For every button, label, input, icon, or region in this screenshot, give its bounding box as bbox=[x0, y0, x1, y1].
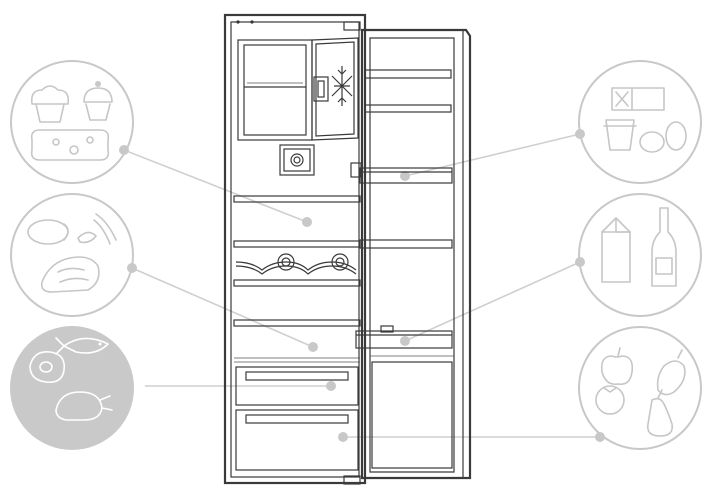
category-meat-fish-poultry bbox=[10, 326, 134, 450]
category-dairy-eggs bbox=[578, 60, 702, 184]
door-shelf bbox=[350, 162, 453, 184]
fish-icon bbox=[55, 337, 109, 355]
chicken-icon bbox=[55, 391, 113, 421]
category-fruit-vegetables bbox=[578, 326, 702, 450]
zone-dot bbox=[400, 336, 410, 346]
snowflake-icon bbox=[331, 66, 353, 106]
zone-dot bbox=[308, 342, 318, 352]
apple-icon bbox=[600, 347, 634, 386]
door-shelf bbox=[364, 69, 452, 79]
connector-dot bbox=[119, 145, 129, 155]
pear-icon bbox=[646, 389, 674, 437]
milk-carton-icon bbox=[601, 217, 631, 283]
zone-dot bbox=[302, 217, 312, 227]
category-baked-goods-cheese bbox=[10, 60, 134, 184]
connector-drinks bbox=[404, 261, 581, 342]
steak-icon bbox=[29, 350, 66, 384]
control-panel bbox=[279, 144, 315, 176]
bottle-icon bbox=[651, 207, 677, 287]
connector-cold-cuts bbox=[131, 267, 314, 348]
door-shelf bbox=[364, 104, 452, 113]
door-bottle-shelf bbox=[355, 325, 453, 349]
zone-dot bbox=[338, 432, 348, 442]
connector-baked-goods bbox=[123, 149, 308, 223]
butter-icon bbox=[611, 87, 665, 111]
crisper-drawer-upper bbox=[235, 366, 359, 406]
sausage-icon bbox=[27, 213, 117, 245]
connector-dairy bbox=[404, 133, 581, 177]
wine-rack bbox=[233, 240, 361, 275]
door-shelf bbox=[359, 239, 453, 249]
shelf bbox=[233, 319, 361, 327]
category-drinks bbox=[578, 193, 702, 317]
highlight-circle bbox=[10, 326, 134, 450]
connector-dot bbox=[135, 381, 145, 391]
muffin-icon bbox=[30, 85, 70, 123]
category-cold-cuts bbox=[10, 193, 134, 317]
top-compartment-door bbox=[311, 37, 359, 141]
ham-icon bbox=[40, 256, 100, 293]
crisper-drawer-lower bbox=[235, 409, 359, 471]
zone-dot bbox=[400, 171, 410, 181]
connector-dot bbox=[595, 432, 605, 442]
yogurt-icon bbox=[603, 119, 637, 151]
fridge-door bbox=[350, 28, 472, 480]
shelf bbox=[233, 195, 361, 203]
pepper-icon bbox=[656, 349, 686, 396]
tomato-icon bbox=[595, 385, 625, 415]
egg-icon bbox=[639, 121, 687, 153]
shelf bbox=[233, 279, 361, 287]
top-compartment bbox=[237, 39, 313, 141]
cupcake-icon bbox=[83, 81, 113, 121]
cheese-icon bbox=[30, 129, 110, 161]
zone-dot bbox=[326, 381, 336, 391]
fridge-cabinet bbox=[223, 13, 367, 485]
